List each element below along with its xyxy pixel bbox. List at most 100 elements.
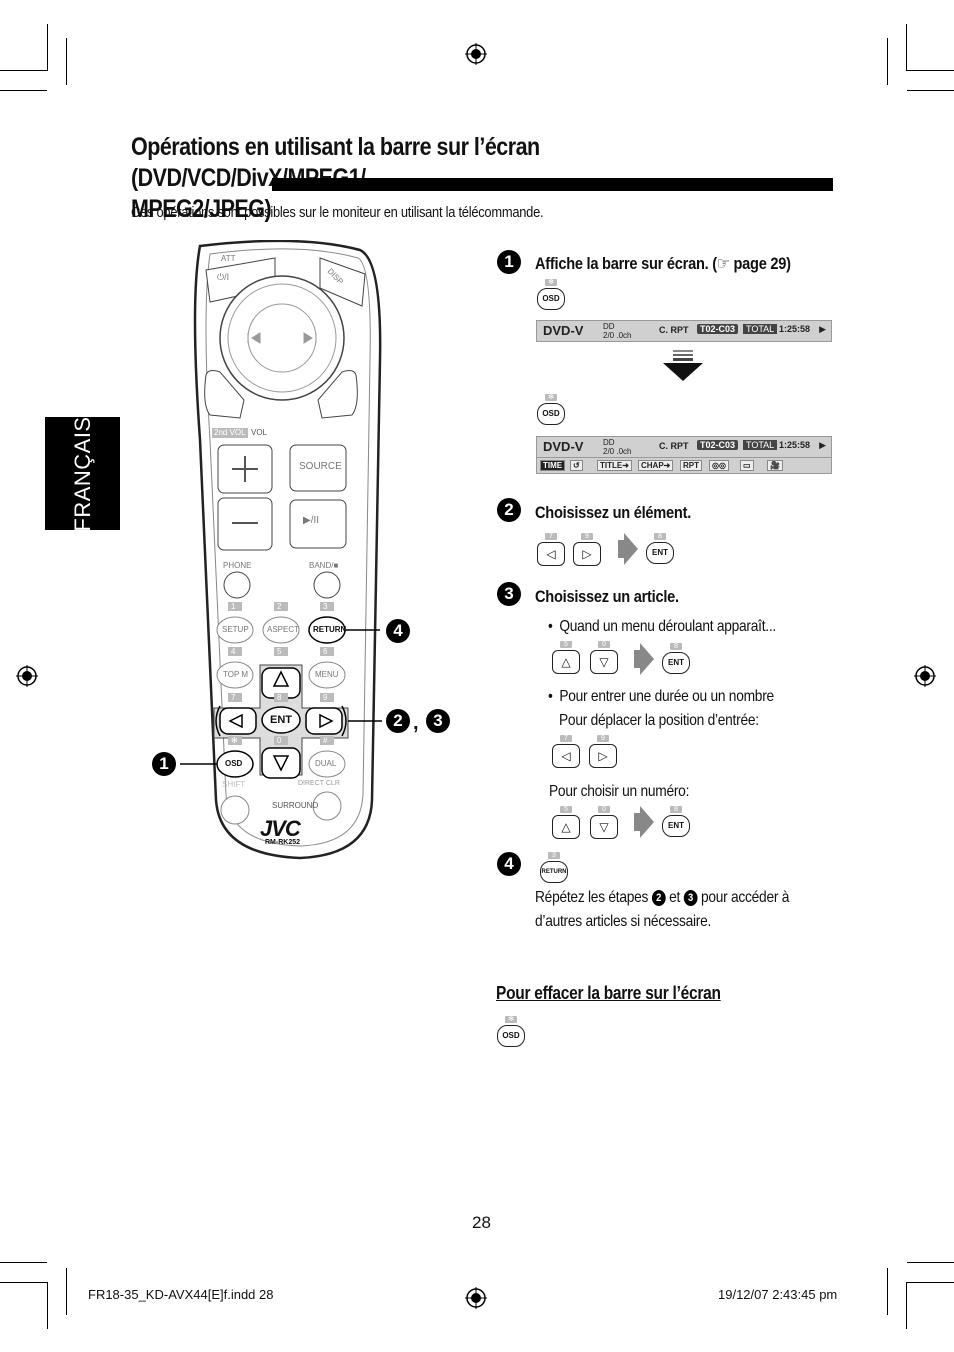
remote-att-label: ATT — [221, 254, 236, 263]
return-button-glyph: 3 RETURN — [540, 852, 568, 883]
osd-dvd-label-2: DVD-V — [543, 439, 584, 454]
osd-menu-chap[interactable]: CHAP➜ — [638, 460, 674, 471]
callout-step-2: 2 — [386, 709, 410, 733]
cursor-right-button — [305, 707, 343, 735]
osd-menu-rpt[interactable]: RPT — [680, 460, 702, 471]
crop-mark — [47, 24, 48, 71]
page-number: 28 — [472, 1213, 491, 1232]
osd-face-3: OSD — [497, 1025, 525, 1047]
left-bracket — [215, 705, 221, 737]
ent-face: ENT — [646, 542, 674, 564]
osd-menu-repeat-icon[interactable]: ↺ — [570, 460, 583, 471]
footer-date: 19/12/07 2:43:45 pm — [718, 1287, 838, 1302]
osd-tag-2: ✻ — [545, 394, 557, 401]
remote-dual-label: DUAL — [315, 759, 337, 768]
return-face: RETURN — [540, 861, 568, 883]
osd-face-2: OSD — [537, 403, 565, 425]
fastforward-button — [317, 370, 358, 419]
remote-num-0: 0 — [277, 736, 282, 745]
ent-tag-2: 8 — [670, 643, 682, 650]
registration-mark-icon — [16, 665, 38, 687]
left-face: ◁ — [537, 542, 565, 566]
crop-mark — [0, 90, 47, 91]
remote-setup-label: SETUP — [222, 625, 249, 634]
osd-button-glyph-3: ✻ OSD — [497, 1016, 525, 1047]
callout-step-3: 3 — [426, 709, 450, 733]
band-button — [313, 571, 341, 599]
down-tag: 0 — [598, 641, 610, 648]
step-3-heading: Choisissez un article. — [535, 587, 679, 606]
osd-dvd-label: DVD-V — [543, 323, 584, 338]
step-3-bullet-1: Quand un menu déroulant apparaît... — [559, 618, 776, 635]
remote-topm-label: TOP M — [223, 670, 249, 679]
right-button-glyph-2: 9 ▷ — [589, 735, 617, 768]
clear-bar-heading: Pour effacer la barre sur l’écran — [496, 983, 721, 1003]
remote-num-9: 9 — [323, 693, 328, 702]
remote-2nd-vol-tag: 2nd VOL — [214, 428, 246, 437]
remote-aspect-label: ASPECT — [267, 625, 300, 634]
osd-tag-3: ✻ — [505, 1016, 517, 1023]
choose-number-text: Pour choisir un numéro: — [549, 783, 690, 800]
bullet-dot: • — [548, 688, 553, 705]
down-button-glyph: 0 ▽ — [590, 641, 618, 674]
remote-return-label: RETURN — [313, 625, 347, 634]
step-1-heading: Affiche la barre sur écran. (☞ page 29) — [535, 254, 791, 273]
osd-menu-audio-icon[interactable]: ◎◎ — [709, 460, 729, 471]
callout-separator: , — [413, 712, 419, 734]
right-tag: 9 — [581, 533, 593, 540]
registration-mark-icon — [914, 665, 936, 687]
osd-button-glyph-2: ✻ OSD — [537, 394, 565, 425]
right-button-glyph: 9 ▷ — [573, 533, 601, 566]
repeat-text-a: Répétez les étapes — [535, 889, 649, 906]
osd-crpt: C. RPT — [659, 325, 689, 335]
title-rule — [272, 178, 833, 191]
disp-button — [319, 257, 366, 307]
cursor-left-button — [219, 707, 257, 735]
remote-surround-label: SURROUND — [272, 801, 319, 810]
step-4-repeat-line1: Répétez les étapes 2 et 3 pour accéder à — [535, 889, 789, 907]
arrow-right-icon — [634, 806, 654, 838]
cursor-down-button — [261, 747, 301, 779]
osd-menu-time[interactable]: TIME — [540, 460, 566, 471]
shift-button — [220, 795, 250, 825]
osd-menu-subtitle-icon[interactable]: ▭ — [740, 460, 754, 471]
number-tags — [212, 428, 334, 745]
crop-mark — [0, 1282, 47, 1283]
remote-num-7: 7 — [231, 693, 236, 702]
remote-brand-logo: JVC — [260, 816, 301, 841]
up-button-glyph: 5 △ — [552, 641, 580, 674]
osd-audio-l2: 2/0 .0ch — [603, 331, 632, 340]
return-tag: 3 — [548, 852, 560, 859]
play-pause-button — [289, 499, 347, 549]
crop-mark — [66, 38, 67, 85]
step-1-badge: 1 — [497, 250, 521, 274]
crop-mark — [66, 1268, 67, 1315]
repeat-text-c: pour accéder à — [700, 889, 790, 906]
down-tag-2: 0 — [598, 806, 610, 813]
ent-button-glyph-2: 8 ENT — [662, 643, 690, 674]
ent-face-2: ENT — [662, 652, 690, 674]
remote-source-label: SOURCE — [299, 461, 342, 472]
step-3-bullet-2-line2: Pour déplacer la position d’entrée: — [559, 712, 759, 729]
remote-osd-label: OSD — [225, 759, 243, 768]
osd-menu-title[interactable]: TITLE➜ — [597, 460, 632, 471]
next-track-icon — [303, 332, 317, 344]
up-arrow-icon — [272, 670, 290, 687]
left-face-2: ◁ — [552, 744, 580, 768]
up-tag: 5 — [560, 641, 572, 648]
source-button — [289, 444, 347, 492]
step-3-bullet-2-line1: Pour entrer une durée ou un nombre — [559, 688, 774, 705]
osd-menu-row: TIME ↺ TITLE➜ CHAP➜ RPT ◎◎ ▭ 🎥 — [537, 457, 831, 473]
aspect-button — [262, 616, 300, 644]
step-2-badge: 2 — [497, 498, 521, 522]
osd-track: T02-C03 — [697, 324, 739, 334]
repeat-step-3-badge: 3 — [683, 890, 698, 906]
prev-track-icon — [247, 332, 261, 344]
remote-shift-label: SHIFT — [222, 780, 246, 789]
osd-menu-angle-icon[interactable]: 🎥 — [767, 460, 783, 471]
ent-tag: 8 — [654, 533, 666, 540]
crop-mark — [47, 1282, 48, 1329]
arrow-right-icon — [634, 643, 654, 675]
